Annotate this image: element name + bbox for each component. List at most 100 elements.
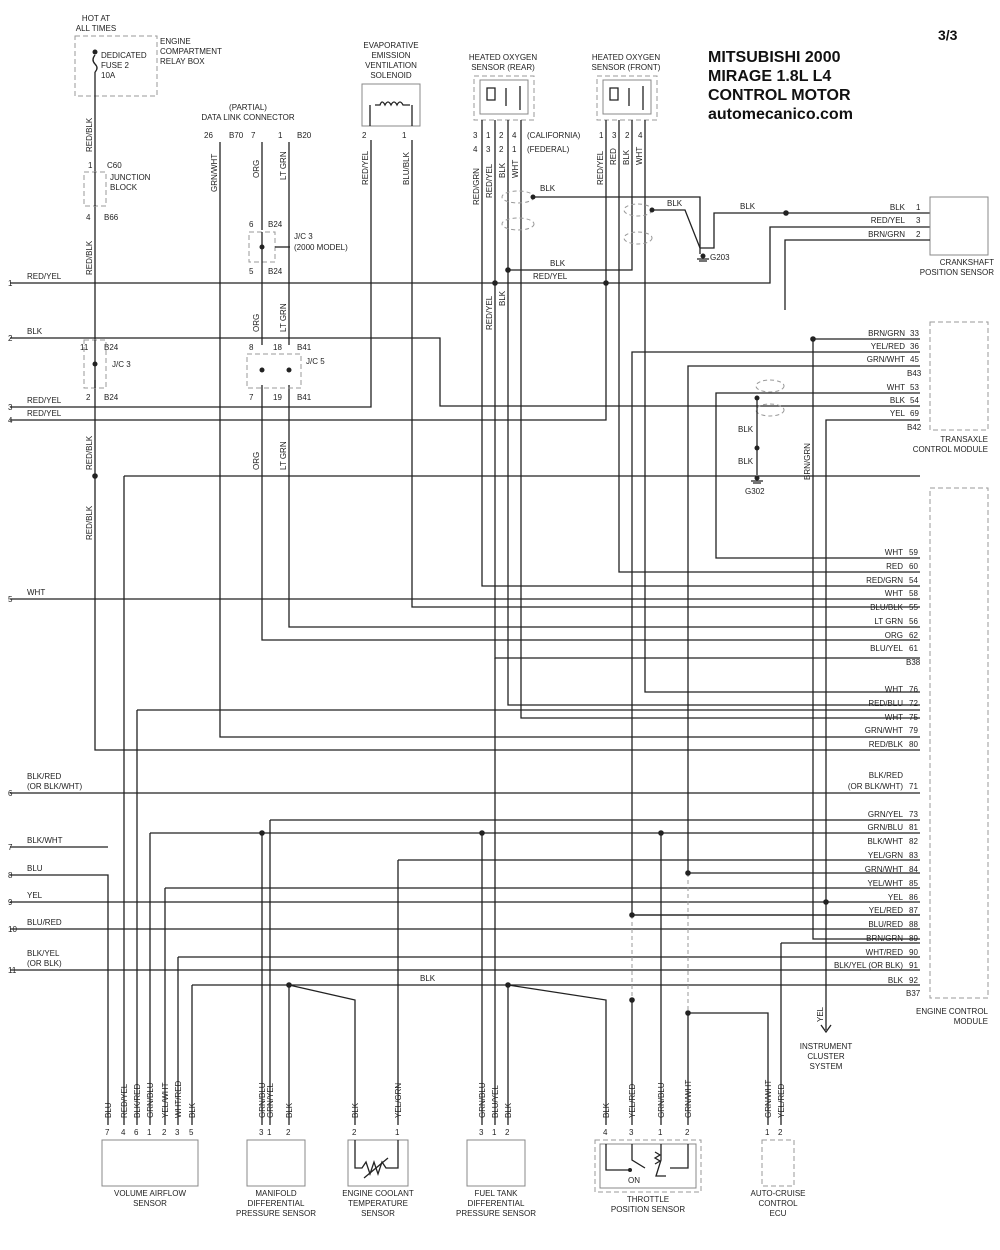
svg-text:B24: B24 xyxy=(104,343,119,352)
junction-block: 1 C60 JUNCTION BLOCK 4 B66 xyxy=(83,161,151,222)
crankshaft-position-sensor: CRANKSHAFT POSITION SENSOR BLK 1 RED/YEL… xyxy=(868,196,994,277)
sensor-wire-label: BLU xyxy=(104,1102,113,1118)
svg-text:RED/YEL: RED/YEL xyxy=(485,295,494,330)
left-bus-number: 1 xyxy=(8,279,13,288)
title-line-4: automecanico.com xyxy=(708,106,853,123)
sensor-wire-label: BLK xyxy=(504,1102,513,1118)
tcm-brn-grn-wire xyxy=(812,338,920,940)
fuse-label-1: DEDICATED xyxy=(101,51,147,60)
manifold-differential-pressure-sensor: MANIFOLD DIFFERENTIAL PRESSURE SENSOR xyxy=(236,1139,316,1218)
sensor-wire-label: YEL/WHT xyxy=(161,1082,170,1118)
svg-text:BLK: BLK xyxy=(738,425,754,434)
left-bus-wire-label: WHT xyxy=(27,588,45,597)
acc-yel-red-wire xyxy=(780,942,920,1125)
left-bus-wire-label: YEL xyxy=(27,891,43,900)
ecm-pin-label: 59 xyxy=(909,548,918,557)
jc3-connector: 11 B24 J/C 3 2 B24 xyxy=(80,339,131,402)
svg-text:ORG: ORG xyxy=(252,314,261,332)
instrument-cluster-link: YEL INSTRUMENT CLUSTER SYSTEM xyxy=(800,1005,853,1071)
title-line-2: MIRAGE 1.8L L4 xyxy=(708,68,831,85)
ecm-pin-label: 86 xyxy=(909,893,918,902)
svg-text:4: 4 xyxy=(86,213,91,222)
svg-text:2: 2 xyxy=(362,131,367,140)
svg-text:INSTRUMENT: INSTRUMENT xyxy=(800,1042,853,1051)
ecm-wire-label: BLK/YEL (OR BLK) xyxy=(834,961,903,970)
ecm-wire-label: GRN/WHT xyxy=(865,865,903,874)
ecm-wire-label: LT GRN xyxy=(874,617,903,626)
relay-box-label-3: RELAY BOX xyxy=(160,57,205,66)
sensor-wire-label: GRN/BLU xyxy=(478,1082,487,1118)
page-number: 3/3 xyxy=(938,27,958,43)
vaf-yel-wht-wire xyxy=(164,887,920,1125)
svg-text:CONTROL: CONTROL xyxy=(758,1199,798,1208)
dlc-lt-grn-wire xyxy=(288,142,920,628)
bus-1-red-yel-wire xyxy=(10,226,930,284)
svg-text:RED/YEL: RED/YEL xyxy=(871,216,906,225)
svg-text:RED/YEL: RED/YEL xyxy=(361,150,370,185)
ecm-pin-label: 91 xyxy=(909,961,918,970)
svg-text:WHT: WHT xyxy=(635,147,644,165)
sensor-pin-label: 1 xyxy=(395,1128,400,1137)
sensor-wire-label: GRN/YEL xyxy=(266,1082,275,1118)
fuse-relay-box: HOT AT ALL TIMES DEDICATED FUSE 2 10A EN… xyxy=(74,14,222,97)
ecm-pin-label: 60 xyxy=(909,562,918,571)
sensor-pin-label: 4 xyxy=(121,1128,126,1137)
svg-text:18: 18 xyxy=(273,343,282,352)
svg-text:7: 7 xyxy=(251,131,256,140)
tcm-blk-wire xyxy=(10,337,920,407)
svg-text:BLK: BLK xyxy=(420,974,436,983)
sensor-wire-label: WHT/RED xyxy=(174,1080,183,1118)
ecm-pin-label: 88 xyxy=(909,920,918,929)
wire-label-red-blk-3: RED/BLK xyxy=(85,435,94,470)
ho2s-front-blk-wire xyxy=(508,120,633,271)
left-bus-wire-label: (OR BLK) xyxy=(27,959,62,968)
ecm-wire-label: BRN/GRN xyxy=(866,934,903,943)
jc3-2000-model-connector: 6 B24 J/C 3 (2000 MODEL) 5 B24 xyxy=(248,220,348,276)
svg-text:BLK: BLK xyxy=(667,199,683,208)
ecm-wire-label: GRN/YEL xyxy=(868,810,904,819)
sensor-wire-label: YEL/GRN xyxy=(394,1083,403,1118)
svg-text:6: 6 xyxy=(249,220,254,229)
fuse-icon xyxy=(92,54,98,73)
left-bus-wire-label: (OR BLK/WHT) xyxy=(27,782,82,791)
svg-text:WHT: WHT xyxy=(887,383,905,392)
sensor-pin-label: 2 xyxy=(286,1128,291,1137)
sensor-pin-label: 3 xyxy=(629,1128,634,1137)
ecm-pin-label: B38 xyxy=(906,658,921,667)
ecm-wire-label: WHT xyxy=(885,548,903,557)
svg-text:HEATED OXYGEN: HEATED OXYGEN xyxy=(469,53,538,62)
svg-text:J/C 3: J/C 3 xyxy=(294,232,313,241)
ecm-wire-label: WHT xyxy=(885,589,903,598)
ecm-wire-label: ORG xyxy=(885,631,903,640)
svg-text:GRN/WHT: GRN/WHT xyxy=(867,355,905,364)
sensor-pin-label: 6 xyxy=(134,1128,139,1137)
svg-text:SOLENOID: SOLENOID xyxy=(370,71,412,80)
left-bus-wire-label: BLK xyxy=(27,327,43,336)
sensor-pin-label: 2 xyxy=(352,1128,357,1137)
sensor-wire-label: YEL/RED xyxy=(777,1084,786,1118)
svg-text:B66: B66 xyxy=(104,213,119,222)
data-link-connector: (PARTIAL) DATA LINK CONNECTOR 26 B70 7 1… xyxy=(201,103,311,140)
left-bus-wire-label: BLU xyxy=(27,864,43,873)
svg-text:PRESSURE SENSOR: PRESSURE SENSOR xyxy=(236,1209,316,1218)
svg-text:WHT: WHT xyxy=(511,160,520,178)
ecm-pin-label: 62 xyxy=(909,631,918,640)
svg-text:(2000 MODEL): (2000 MODEL) xyxy=(294,243,348,252)
svg-text:BRN/GRN: BRN/GRN xyxy=(868,329,905,338)
svg-text:BLK: BLK xyxy=(622,149,631,165)
junction-block-label-1: JUNCTION xyxy=(110,173,151,182)
svg-text:B24: B24 xyxy=(104,393,119,402)
svg-text:1: 1 xyxy=(512,145,517,154)
ecm-wire-label: YEL xyxy=(888,893,904,902)
svg-text:RED: RED xyxy=(609,148,618,165)
svg-text:BRN/GRN: BRN/GRN xyxy=(803,443,812,480)
ecm-pin-label: 73 xyxy=(909,810,918,819)
sensor-pin-label: 1 xyxy=(147,1128,152,1137)
sensor-pin-label: 1 xyxy=(267,1128,272,1137)
sensor-wire-label: GRN/WHT xyxy=(684,1080,693,1118)
evap-solenoid: EVAPORATIVE EMISSION VENTILATION SOLENOI… xyxy=(361,41,421,140)
bus-8-blu-wire xyxy=(10,874,109,1125)
ecm-pin-label: 92 xyxy=(909,976,918,985)
ecm-pin-label: 72 xyxy=(909,699,918,708)
